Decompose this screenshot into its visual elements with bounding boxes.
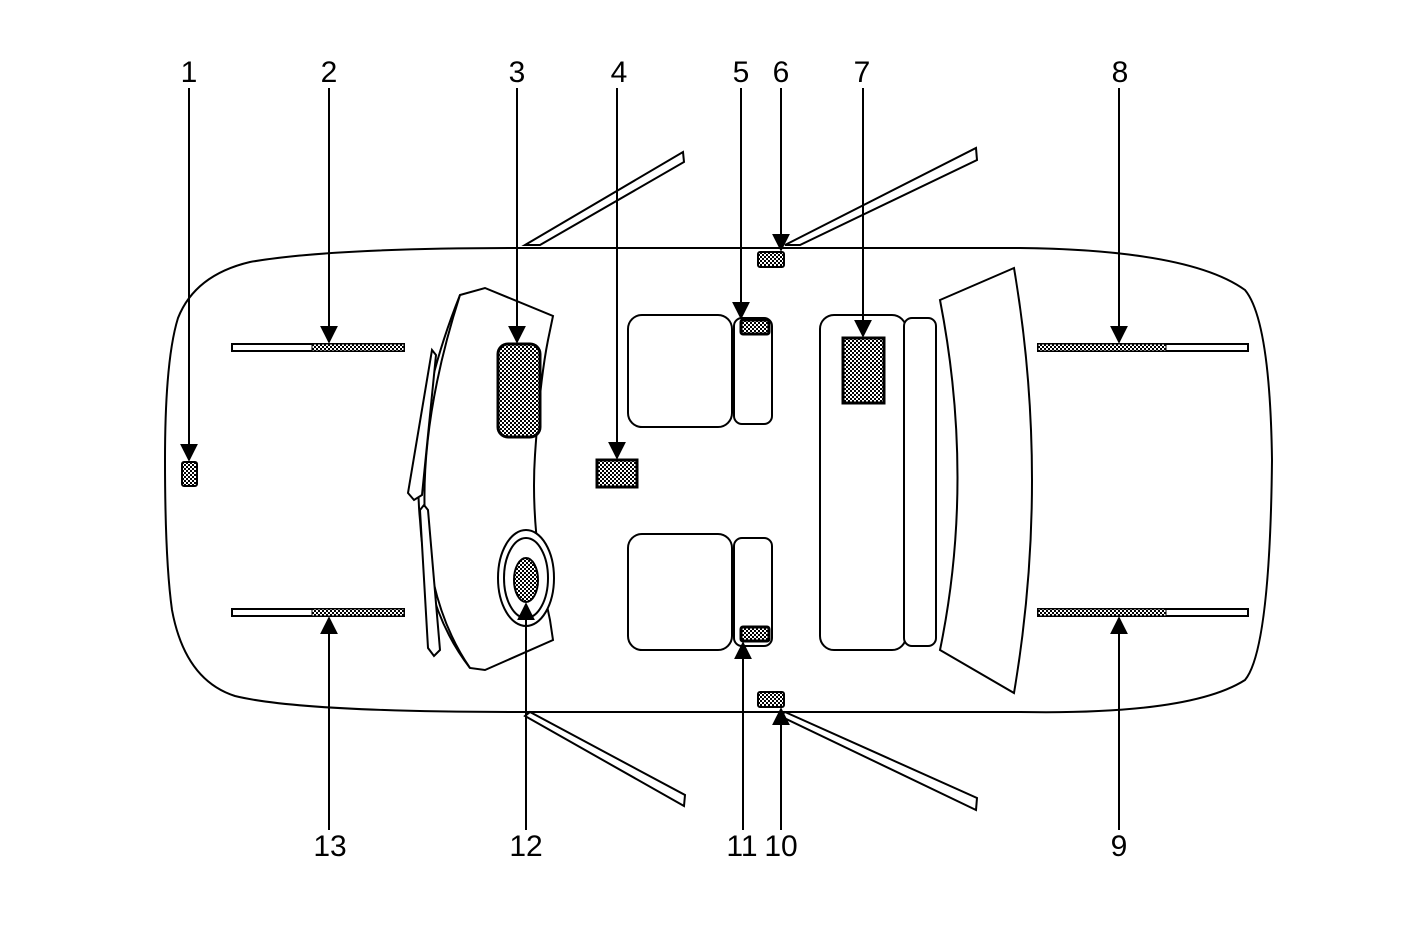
- callout-6: 6: [773, 56, 790, 89]
- callout-13: 13: [313, 830, 346, 863]
- front-right-wheel: [231, 608, 405, 617]
- component-seat-sensor-left: [739, 318, 771, 336]
- front-seat-left: [627, 314, 733, 428]
- callout-3: 3: [509, 56, 526, 89]
- callout-5: 5: [733, 56, 750, 89]
- front-door-right-open: [523, 710, 687, 808]
- rear-door-right-open: [778, 710, 979, 812]
- component-seat-sensor-right: [739, 625, 771, 643]
- front-seat-right-back: [733, 537, 773, 647]
- callout-9: 9: [1111, 830, 1128, 863]
- component-center-module: [595, 458, 639, 489]
- component-passenger-airbag: [496, 342, 542, 439]
- component-rear-seat-module: [841, 336, 886, 405]
- front-seat-left-back: [733, 317, 773, 425]
- callout-12: 12: [509, 830, 542, 863]
- callout-8: 8: [1112, 56, 1129, 89]
- front-seat-right: [627, 533, 733, 651]
- rear-window: [938, 266, 1033, 695]
- wiper-arm-right: [418, 503, 442, 658]
- callout-10: 10: [764, 830, 797, 863]
- component-driver-airbag: [513, 557, 539, 603]
- callout-1: 1: [181, 56, 198, 89]
- component-side-sensor-left: [757, 251, 785, 268]
- rear-right-wheel: [1037, 608, 1249, 617]
- callout-7: 7: [854, 56, 871, 89]
- rear-door-left-open: [784, 146, 979, 246]
- wiper-arm-left: [406, 347, 438, 502]
- component-side-sensor-right: [757, 691, 785, 708]
- vehicle-body-outline: [163, 247, 1274, 714]
- callout-4: 4: [611, 56, 628, 89]
- front-door-left-open: [521, 150, 686, 246]
- rear-seat-back: [903, 317, 937, 647]
- callout-2: 2: [321, 56, 338, 89]
- rear-left-wheel: [1037, 343, 1249, 352]
- component-front-sensor: [181, 461, 198, 487]
- front-left-wheel: [231, 343, 405, 352]
- callout-11: 11: [726, 830, 757, 863]
